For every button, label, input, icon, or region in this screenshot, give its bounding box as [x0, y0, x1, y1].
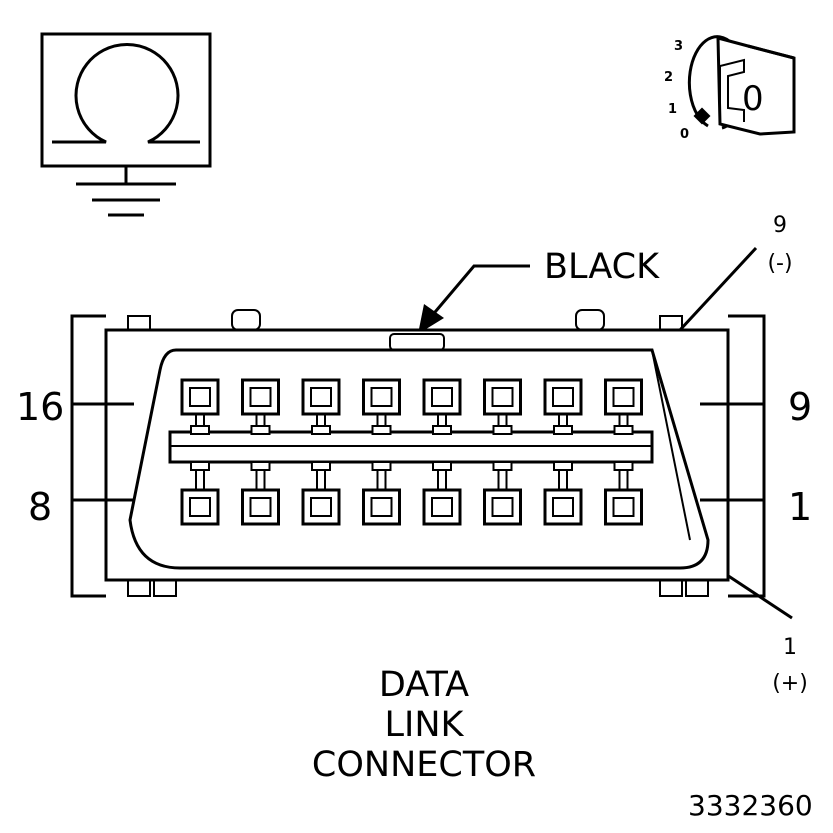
pin-array: [180, 378, 643, 526]
pin-bottom-8: [604, 461, 643, 526]
pin-top-1: [180, 378, 220, 435]
pin-top-2: [241, 378, 280, 435]
pin-label-9: 9: [788, 385, 812, 429]
pin-bottom-1: [180, 461, 220, 526]
callout-bottom-polarity: (+): [772, 671, 808, 696]
callout-top-pin: 9: [773, 213, 787, 238]
ignition-key-icon: 3 2 1 0 0: [664, 35, 796, 142]
callout-top-polarity: (-): [767, 251, 792, 276]
color-label-arrow: [418, 304, 444, 334]
pin-bottom-6: [483, 461, 522, 526]
pin-top-6: [483, 378, 522, 435]
ignition-position-3: 3: [674, 39, 683, 54]
pin-label-8: 8: [28, 485, 52, 529]
ignition-key-label: 0: [742, 79, 764, 119]
connector-title-line-2: LINK: [385, 705, 465, 745]
pin-bottom-4: [362, 461, 401, 526]
callout-bottom-pin: 1: [783, 635, 797, 660]
ignition-position-0: 0: [680, 127, 689, 142]
connector-color-label: BLACK: [544, 247, 660, 287]
ignition-position-2: 2: [664, 70, 673, 85]
ohmmeter-ground-icon: [40, 32, 212, 217]
pin-bottom-5: [422, 461, 462, 526]
pin-bottom-3: [301, 461, 341, 526]
connector-title-line-1: DATA: [379, 665, 469, 705]
pin-top-7: [543, 378, 583, 435]
pin-top-8: [604, 378, 643, 435]
pin-label-1: 1: [788, 485, 812, 529]
data-link-connector: [70, 309, 766, 598]
color-label-leader: [428, 264, 530, 319]
pin-label-16: 16: [16, 385, 64, 429]
pin-bottom-2: [241, 461, 280, 526]
pin-bottom-7: [543, 461, 583, 526]
figure-id: 3332360: [688, 789, 813, 822]
ignition-position-1: 1: [668, 102, 677, 117]
pin-top-5: [422, 378, 462, 435]
connector-title-line-3: CONNECTOR: [312, 745, 536, 785]
pin-top-3: [301, 378, 341, 435]
pin-top-4: [362, 378, 401, 435]
